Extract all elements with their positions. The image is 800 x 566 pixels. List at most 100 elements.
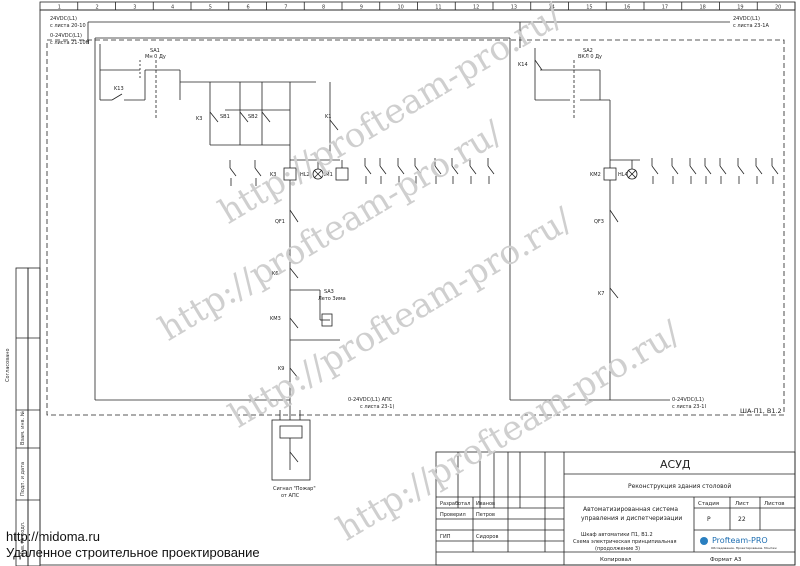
sheet-tag: ША-П1, В1.2 <box>740 407 782 415</box>
copied-label: Копировал <box>600 557 632 563</box>
sa1-label: SA1 <box>150 48 160 54</box>
ruler-number: 12 <box>473 5 479 11</box>
contact-blade <box>397 165 405 175</box>
power-bus <box>87 21 730 401</box>
company-logo-icon <box>700 537 708 545</box>
drawing-name-2: Схема электрическая принципиальная <box>573 539 676 545</box>
contact-row-mid <box>364 158 495 184</box>
format-label: Формат А3 <box>710 557 742 563</box>
k3-label: K3 <box>196 116 202 122</box>
chain-right <box>609 180 619 400</box>
hl4-label: HL4 <box>618 172 628 178</box>
name-checker: Петров <box>476 512 495 518</box>
title-project: АСУД <box>660 458 691 471</box>
coil-row-left <box>283 160 349 181</box>
ruler-number: 17 <box>662 5 668 11</box>
km1-label: KM1 <box>322 172 333 178</box>
company-tagline: Обследование. Проектирование. Монтаж <box>711 546 777 550</box>
contact-blade <box>689 165 697 175</box>
ruler-number: 15 <box>586 5 592 11</box>
side-label-inv: Инв. № подл. <box>20 521 26 556</box>
role-developer: Разработал <box>440 501 470 507</box>
k3-coil-label: K3 <box>270 172 276 178</box>
qf1-label: QF1 <box>275 219 285 225</box>
side-label-sign: Подп. и дата <box>20 462 26 496</box>
k6-label: K6 <box>272 271 278 277</box>
contact-blade <box>379 165 387 175</box>
role-gip: ГИП <box>440 534 451 540</box>
sheet-value: 22 <box>738 516 746 523</box>
sa3-mode: Лето Зима <box>318 296 346 302</box>
contact-blade <box>651 165 659 175</box>
selector-sa2 <box>534 48 611 160</box>
sb1-label: SB1 <box>220 114 230 120</box>
fire-signal-box <box>271 400 311 481</box>
contact-blade <box>487 165 495 175</box>
qf3-label: QF3 <box>594 219 604 225</box>
hl2-label: HL2 <box>300 172 310 178</box>
source-bottom-left-1: 0-24VDC(L1) АПС <box>348 397 393 403</box>
source-bottom-right-2: с листа 23-1I <box>672 404 706 410</box>
sheet-header: Лист <box>735 501 750 507</box>
stage-header: Стадия <box>698 501 719 507</box>
fire-signal-label-2: от АПС <box>281 493 300 499</box>
role-checker: Проверил <box>440 512 466 518</box>
ruler-number: 10 <box>398 5 404 11</box>
k14-label: K14 <box>518 62 528 68</box>
ruler-number: 20 <box>775 5 781 11</box>
contact-blade <box>704 165 712 175</box>
system-name-2: управления и диспетчеризации <box>581 515 682 522</box>
title-block <box>435 451 796 566</box>
pushbutton-block <box>209 82 340 161</box>
ruler-number: 9 <box>360 5 363 11</box>
source-right-1: 24VDC(L1) <box>733 16 760 22</box>
ruler-number: 14 <box>549 5 555 11</box>
contact-blade <box>755 165 763 175</box>
footer-caption: Удаленное строительное проектирование <box>6 545 260 560</box>
fire-signal-label-1: Сигнал "Пожар" <box>273 486 316 492</box>
source-left-3: 0-24VDC(L1) <box>50 33 82 39</box>
system-name-1: Автоматизированная система <box>583 506 678 513</box>
ruler-number: 8 <box>322 5 325 11</box>
ruler-number: 4 <box>171 5 174 11</box>
sa2-mode: ВКЛ 0 Ду <box>578 54 602 60</box>
sb2-label: SB2 <box>248 114 258 120</box>
source-left-2: с листа 20-10 <box>50 23 86 29</box>
ruler-number: 16 <box>624 5 630 11</box>
contact-blade <box>469 165 477 175</box>
contact-blade <box>229 167 237 177</box>
sa3-label: SA3 <box>324 289 334 295</box>
contact-row-right <box>651 158 779 184</box>
ruler-number: 2 <box>96 5 99 11</box>
sheet-frame <box>39 9 796 566</box>
k9-label: K9 <box>278 366 284 372</box>
km3-label: KM3 <box>270 316 281 322</box>
side-strip-outer <box>15 267 29 566</box>
contact-blade <box>737 165 745 175</box>
ruler-number: 6 <box>247 5 250 11</box>
side-label-replace: Взам. инв. № <box>20 410 26 445</box>
contact-blade <box>434 165 442 175</box>
ruler-number: 7 <box>284 5 287 11</box>
title-object: Реконструкция здания столовой <box>628 483 731 490</box>
chain-left <box>289 180 340 400</box>
contact-blade <box>364 165 372 175</box>
ruler-number: 19 <box>737 5 743 11</box>
drawing-name-3: (продолжение 3) <box>595 546 640 552</box>
drawing-name-1: Шкаф автоматики П1, В1.2 <box>581 532 653 538</box>
sa1-mode: Mн 0 Ду <box>145 54 166 60</box>
k1-label: K1 <box>325 114 331 120</box>
stage-value: Р <box>707 516 711 523</box>
source-left-1: 24VDC(L1) <box>50 16 77 22</box>
ruler-number: 13 <box>511 5 517 11</box>
footer-url[interactable]: http://midoma.ru <box>6 529 100 544</box>
selector-sa1 <box>99 44 316 120</box>
contact-blade <box>771 165 779 175</box>
name-gip: Сидоров <box>476 534 498 540</box>
source-bottom-left-2: с листа 23-1) <box>360 404 394 410</box>
source-left-4: с листа 21-10Н <box>50 40 90 46</box>
contact-blade <box>254 167 262 177</box>
name-developer: Иванов <box>476 501 495 507</box>
